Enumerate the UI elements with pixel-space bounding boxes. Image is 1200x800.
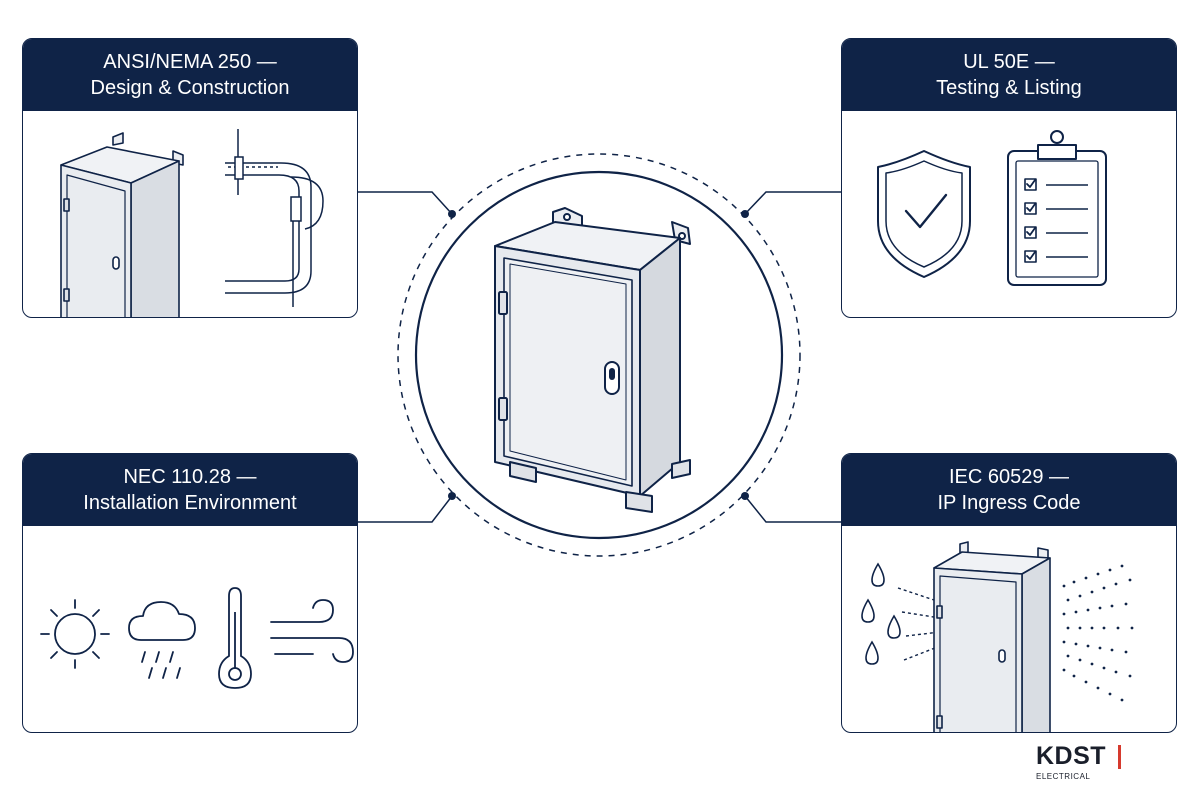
thermometer-icon — [218, 587, 252, 689]
sun-icon — [40, 599, 110, 669]
logo-subtitle: ELECTRICAL — [1036, 772, 1091, 781]
panel-body — [23, 111, 357, 317]
panel-title-line1: NEC 110.28 — — [123, 466, 257, 488]
wind-icon — [270, 599, 354, 663]
panel-header: IEC 60529 — IP Ingress Code — [842, 454, 1176, 526]
panel-title-line2: Installation Environment — [83, 492, 297, 514]
panel-body — [842, 111, 1176, 317]
dust-spray-icon — [1062, 564, 1134, 702]
panel-title-line1: IEC 60529 — — [948, 466, 1070, 488]
rain-cloud-icon — [128, 601, 196, 679]
checklist-clipboard-icon — [1007, 130, 1107, 286]
panel-title-line2: Testing & Listing — [936, 77, 1082, 99]
electrical-enclosure-icon — [494, 207, 691, 513]
outer-dashed-ring — [397, 153, 801, 557]
panel-ul-50e: UL 50E — Testing & Listing — [841, 38, 1177, 318]
logo-name: KDST — [1036, 742, 1107, 770]
enclosure-icon — [933, 541, 1051, 732]
panel-nec-110-28: NEC 110.28 — Installation Environment — [22, 453, 358, 733]
panel-title-line1: ANSI/NEMA 250 — — [103, 51, 277, 73]
panel-title-line2: Design & Construction — [90, 77, 290, 99]
connector-dot-top-right — [741, 210, 749, 218]
connector-dot-bottom-right — [741, 492, 749, 500]
logo-accent-bar — [1118, 745, 1121, 769]
panel-body — [23, 526, 357, 732]
flange-cross-section-icon — [225, 129, 324, 307]
panel-title-line2: IP Ingress Code — [937, 492, 1081, 514]
panel-ansi-nema-250: ANSI/NEMA 250 — Design & Construction — [22, 38, 358, 318]
panel-title-line1: UL 50E — — [963, 51, 1055, 73]
enclosure-icon — [60, 132, 184, 317]
shield-check-icon — [877, 150, 971, 278]
company-logo: KDST ELECTRICAL — [1036, 742, 1136, 782]
water-drops-icon — [861, 562, 901, 665]
panel-header: UL 50E — Testing & Listing — [842, 39, 1176, 111]
panel-header: ANSI/NEMA 250 — Design & Construction — [23, 39, 357, 111]
panel-header: NEC 110.28 — Installation Environment — [23, 454, 357, 526]
connector-dot-bottom-left — [448, 492, 456, 500]
panel-body — [842, 526, 1176, 732]
panel-iec-60529: IEC 60529 — IP Ingress Code — [841, 453, 1177, 733]
